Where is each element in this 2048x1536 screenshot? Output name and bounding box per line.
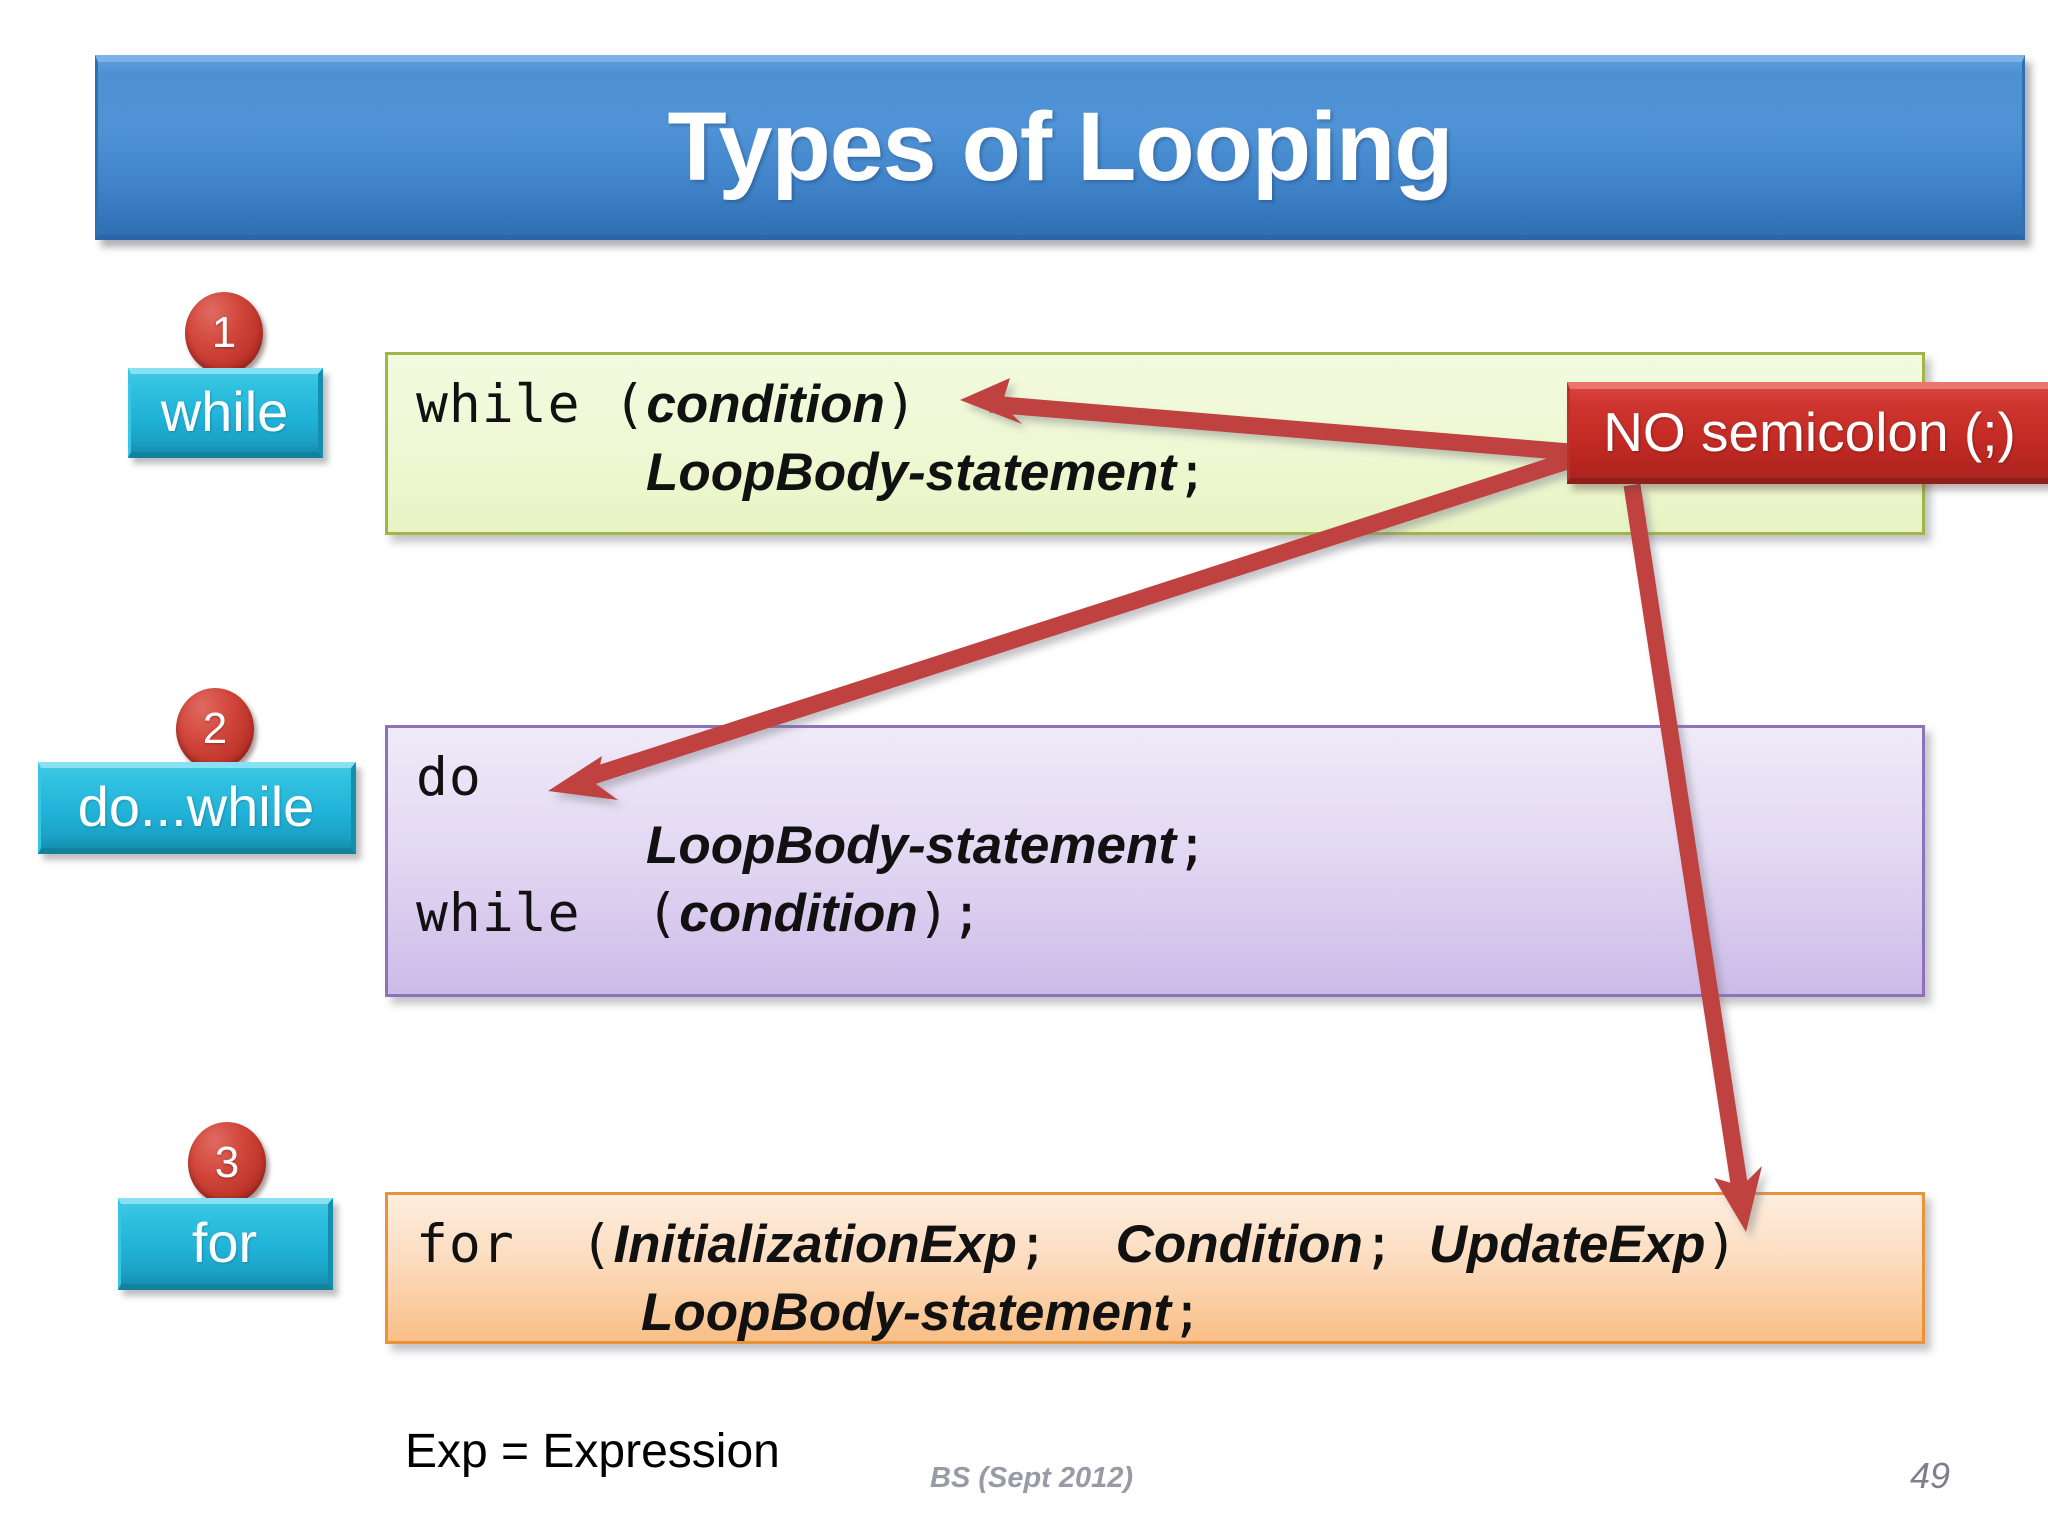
code-token: ); [917,882,984,944]
step-badge-1: 1 [185,292,263,374]
code-token: while ( [416,374,647,435]
page-title: Types of Looping [667,92,1453,201]
code-line: do [416,744,1922,812]
step-badge-2: 2 [176,688,254,770]
code-box-dowhile: do LoopBody-statement; while (condition)… [385,725,1925,997]
footer-credit: BS (Sept 2012) [930,1462,1134,1494]
loop-label-dowhile[interactable]: do...while [38,762,356,854]
page-number: 49 [1910,1455,1951,1496]
code-line: LoopBody-statement; [416,812,1922,880]
code-token: LoopBody-statement [641,1282,1171,1342]
code-line: LoopBody-statement; [416,1279,1922,1347]
code-token: ; [1176,441,1209,503]
code-line: while (condition) [416,371,1922,439]
code-line: for (InitializationExp; Condition; Updat… [416,1211,1922,1279]
loop-label-for-text: for [191,1211,258,1274]
no-semicolon-callout: NO semicolon (;) [1567,382,2048,484]
code-token: InitializationExp [613,1215,1017,1274]
code-token: LoopBody-statement [646,815,1176,875]
code-token: ) [884,374,918,435]
code-token: do [416,747,482,808]
slide-title-banner: Types of Looping [95,55,2025,240]
code-box-for: for (InitializationExp; Condition; Updat… [385,1192,1925,1344]
code-token: LoopBody-statement [646,442,1176,502]
code-token: UpdateExp [1428,1215,1706,1274]
code-token: condition [646,375,885,434]
code-token: condition [679,883,918,943]
loop-label-while-text: while [160,380,289,443]
code-token: ; [1016,1214,1116,1275]
code-token: ; [1171,1281,1204,1343]
code-token: for ( [416,1214,614,1275]
code-token: ) [1705,1214,1739,1275]
step-badge-3: 3 [188,1122,266,1204]
loop-label-dowhile-text: do...while [77,775,315,838]
legend-expression: Exp = Expression [405,1425,780,1478]
code-token: while ( [416,882,680,944]
code-line: while (condition); [416,880,1922,948]
no-semicolon-callout-text: NO semicolon (;) [1603,400,2016,463]
loop-label-while[interactable]: while [128,368,323,458]
code-token: ; [1362,1214,1429,1275]
code-token: ; [1176,814,1209,876]
code-token: Condition [1115,1215,1363,1274]
loop-label-for[interactable]: for [118,1198,333,1290]
